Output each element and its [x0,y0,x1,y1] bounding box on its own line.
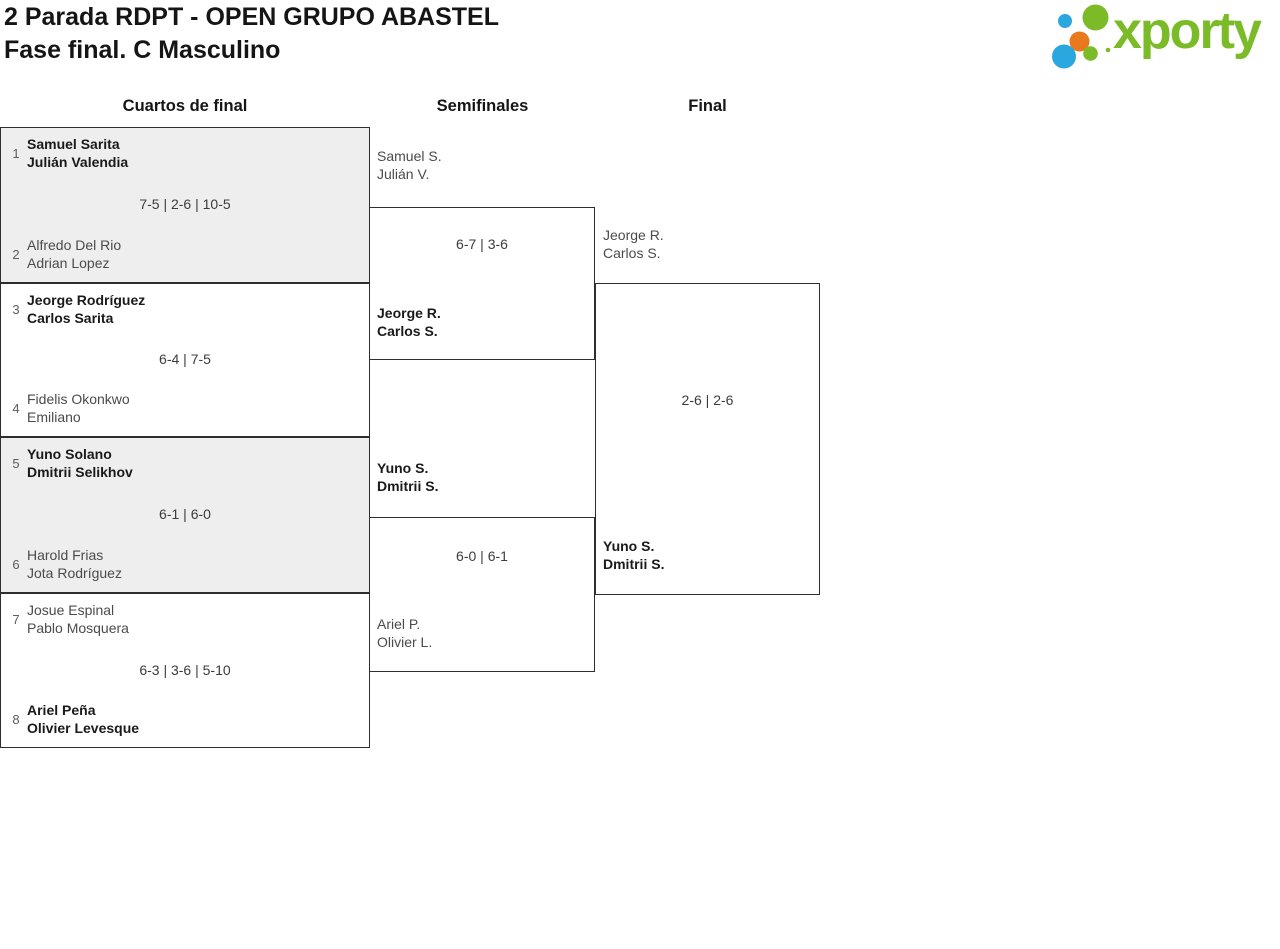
player-name: Adrian Lopez [27,254,110,271]
player-name: Yuno S. [377,460,429,476]
player-name: Olivier L. [377,634,433,650]
phase-category: Fase final. C Masculino [4,36,281,64]
xporty-wordmark: xporty [1113,2,1262,60]
team-row: 8 Ariel Peña Olivier Levesque [1,702,369,737]
team-names: Fidelis Okonkwo Emiliano [27,391,130,426]
xporty-dots-icon [1052,4,1111,69]
seed-number: 8 [12,712,20,727]
player-name: Carlos S. [377,323,438,339]
match-final-box [595,283,820,595]
match-semifinal-1-box [369,207,595,360]
page-title: 2 Parada RDPT - OPEN GRUPO ABASTEL Fase … [4,1,499,67]
team-names: Harold Frias Jota Rodríguez [27,547,122,582]
player-name: Jeorge R. [603,227,664,243]
team-names: Yuno Solano Dmitrii Selikhov [27,446,133,481]
round-header-quarterfinals: Cuartos de final [122,97,248,115]
player-name: Olivier Levesque [27,719,140,736]
player-name: Ariel P. [377,616,421,632]
player-name: Emiliano [27,408,81,425]
player-name: Yuno S. [603,538,655,554]
xporty-logo[interactable]: xporty [1043,0,1262,70]
match-score: 6-4 | 7-5 [159,351,211,367]
team-row: 1 Samuel Sarita Julián Valendia [1,136,369,171]
player-name: Carlos S. [603,245,661,261]
player-name: Jota Rodríguez [27,564,122,581]
match-quarterfinal-3: 5 Yuno Solano Dmitrii Selikhov 6-1 | 6-0… [0,437,370,593]
team-names: Alfredo Del Rio Adrian Lopez [27,237,121,272]
player-name: Julián V. [377,166,430,182]
final-team-bottom: Yuno S. Dmitrii S. [603,537,664,573]
player-name: Ariel Peña [27,702,96,718]
final-score: 2-6 | 2-6 [681,392,734,408]
semifinal-1-team-bottom: Jeorge R. Carlos S. [377,304,441,340]
semifinal-1-score: 6-7 | 3-6 [456,236,508,252]
team-names: Jeorge Rodríguez Carlos Sarita [27,292,145,327]
team-row: 3 Jeorge Rodríguez Carlos Sarita [1,292,369,327]
semifinal-2-team-bottom: Ariel P. Olivier L. [377,615,432,651]
round-header-semifinals: Semifinales [436,97,529,115]
semifinal-1-team-top: Samuel S. Julián V. [377,147,442,183]
semifinal-2-team-top: Yuno S. Dmitrii S. [377,459,438,495]
player-name: Pablo Mosquera [27,619,129,636]
match-score: 6-3 | 3-6 | 5-10 [139,661,231,678]
match-score: 6-1 | 6-0 [159,506,211,522]
seed-number: 5 [12,456,20,471]
match-score: 7-5 | 2-6 | 10-5 [139,196,231,212]
team-names: Samuel Sarita Julián Valendia [27,136,128,171]
player-name: Josue Espinal [27,602,115,618]
round-header-final: Final [688,97,727,115]
player-name: Jeorge R. [377,305,441,321]
match-quarterfinal-2: 3 Jeorge Rodríguez Carlos Sarita 6-4 | 7… [0,283,370,437]
player-name: Fidelis Okonkwo [27,391,130,407]
tournament-name: 2 Parada RDPT - OPEN GRUPO ABASTEL [4,3,499,31]
player-name: Harold Frias [27,547,104,563]
team-names: Ariel Peña Olivier Levesque [27,702,139,737]
seed-number: 4 [12,401,20,416]
player-name: Samuel Sarita [27,136,120,152]
team-row: 4 Fidelis Okonkwo Emiliano [1,391,369,426]
player-name: Dmitrii S. [377,478,439,494]
team-row: 2 Alfredo Del Rio Adrian Lopez [1,237,369,272]
seed-number: 3 [12,302,20,317]
match-quarterfinal-4: 7 Josue Espinal Pablo Mosquera 6-3 | 3-6… [0,593,370,748]
seed-number: 7 [12,612,20,627]
team-row: 6 Harold Frias Jota Rodríguez [1,547,369,582]
player-name: Samuel S. [377,148,442,164]
player-name: Dmitrii S. [603,556,665,572]
player-name: Alfredo Del Rio [27,237,122,253]
player-name: Yuno Solano [27,446,112,462]
player-name: Carlos Sarita [27,309,114,326]
seed-number: 6 [12,557,20,572]
seed-number: 2 [12,247,20,262]
final-team-top: Jeorge R. Carlos S. [603,226,664,262]
player-name: Julián Valendia [27,153,129,170]
team-row: 7 Josue Espinal Pablo Mosquera [1,602,369,637]
team-names: Josue Espinal Pablo Mosquera [27,602,129,637]
player-name: Jeorge Rodríguez [27,292,146,308]
player-name: Dmitrii Selikhov [27,463,133,480]
seed-number: 1 [12,146,20,161]
semifinal-2-score: 6-0 | 6-1 [456,548,508,564]
match-quarterfinal-1: 1 Samuel Sarita Julián Valendia 7-5 | 2-… [0,127,370,283]
match-semifinal-2-box [369,517,595,672]
team-row: 5 Yuno Solano Dmitrii Selikhov [1,446,369,481]
